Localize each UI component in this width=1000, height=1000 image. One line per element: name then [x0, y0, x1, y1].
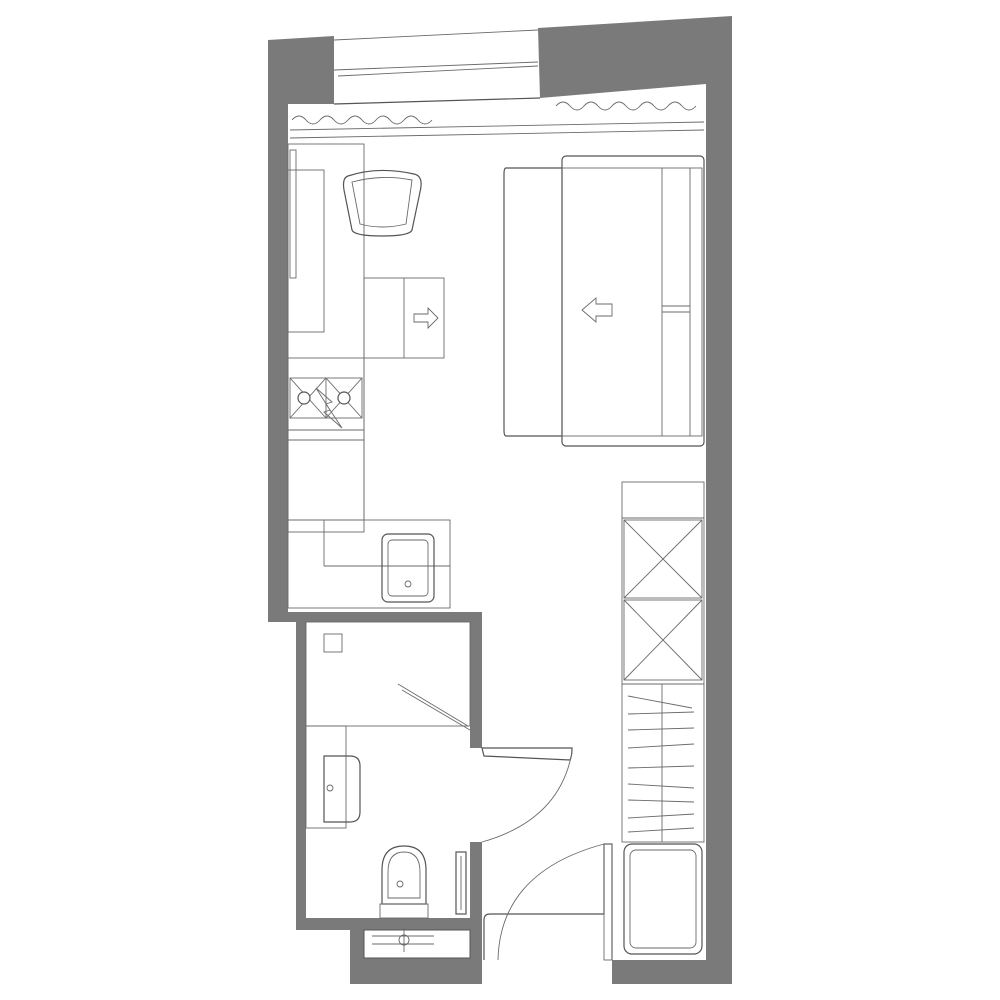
stove-burners	[289, 377, 363, 429]
toilet	[379, 845, 429, 919]
desk	[287, 143, 365, 533]
window	[333, 29, 541, 105]
curtains	[289, 101, 705, 139]
radiator	[455, 851, 467, 915]
storage-cabinet	[623, 843, 703, 955]
curtain-left	[291, 115, 433, 125]
curtain-rail	[289, 121, 705, 131]
wardrobe	[621, 481, 705, 843]
exterior-wall-right	[612, 84, 732, 984]
floor-fixture	[372, 928, 434, 952]
exterior-wall-top-right	[538, 16, 732, 98]
exterior-wall-left	[268, 36, 334, 622]
kitchen-sink	[381, 533, 435, 603]
entry-door	[483, 843, 613, 961]
sofa-bed	[503, 155, 705, 447]
arrow-left-icon	[581, 297, 613, 323]
washbasin	[305, 725, 361, 829]
office-chair	[342, 169, 422, 237]
curtain-right	[555, 101, 697, 111]
shower	[305, 621, 471, 731]
hangers	[627, 695, 695, 833]
bathroom-door	[481, 747, 573, 843]
kitchen-counter	[287, 357, 451, 609]
walls	[268, 16, 732, 984]
side-table	[363, 277, 445, 359]
arrow-right-icon	[413, 306, 439, 330]
